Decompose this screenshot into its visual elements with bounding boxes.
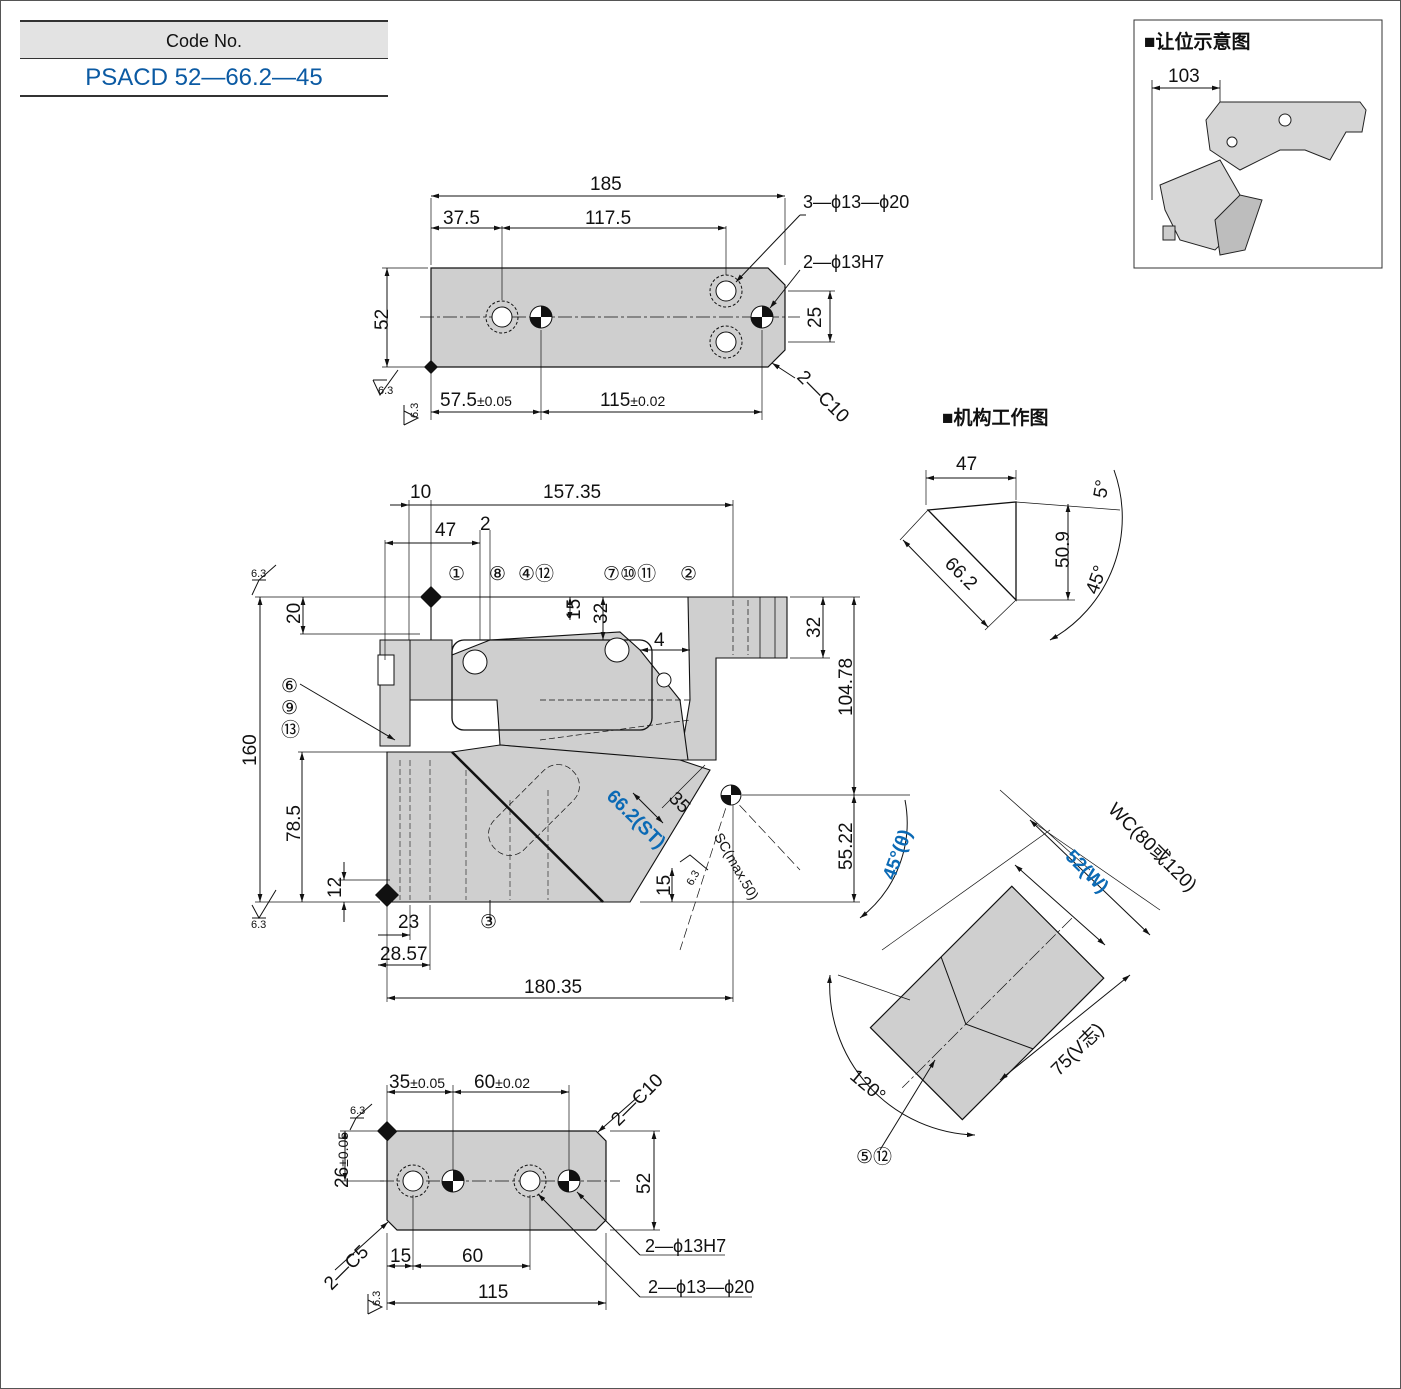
clearance-diagram-title: ■让位示意图	[1144, 30, 1250, 53]
tol-35: ±0.05	[410, 1075, 445, 1091]
roughness-label: 6.3	[251, 568, 266, 580]
dim-157-35: 157.35	[543, 482, 601, 503]
dim-23: 23	[398, 912, 419, 933]
code-number-header: Code No.	[20, 20, 388, 59]
roughness-label: 6.3	[251, 919, 266, 931]
dim-60-bottom: 60	[462, 1246, 483, 1267]
roughness-label: 6.3	[684, 868, 702, 887]
svg-text:35±0.05: 35±0.05	[389, 1072, 445, 1093]
holes-counterbore-label: 2—ϕ13—ϕ20	[648, 1277, 754, 1297]
part-label: ②	[680, 564, 697, 585]
dim-180-35: 180.35	[524, 977, 582, 998]
roughness-label: 6.3	[409, 403, 421, 418]
dowel-mark-icon	[529, 305, 553, 329]
dim-15: 15	[564, 599, 585, 620]
front-view: 10 157.35 47 2 ① ⑧ ④⑫ ⑦⑩⑪ ② ⑥ ⑨ ⑬ ③ 15 3…	[240, 482, 917, 1002]
dim-47: 47	[435, 520, 456, 541]
holes-3-label: 3—ϕ13—ϕ20	[803, 192, 909, 212]
dim-37-5: 37.5	[443, 208, 480, 229]
part-label: ④⑫	[518, 563, 554, 585]
part-label: ⑥	[281, 676, 298, 697]
roughness-label: 6.3	[378, 385, 393, 397]
dim-115: 115	[600, 390, 630, 411]
mechanism-diagram: ■机构工作图 47 50.9 66.2 45° 5°	[899, 406, 1123, 641]
dim-78-5: 78.5	[284, 805, 305, 842]
tol-115: ±0.02	[630, 393, 665, 409]
mech-dim-50-9: 50.9	[1053, 531, 1074, 568]
dim-117-5: 117.5	[585, 208, 631, 229]
mech-angle-45: 45°	[1082, 563, 1112, 597]
dim-2: 2	[480, 514, 491, 535]
dim-15-bottom: 15	[390, 1246, 411, 1267]
dowel-mark-icon	[557, 1169, 581, 1193]
svg-text:115±0.02: 115±0.02	[600, 390, 665, 411]
dim-10: 10	[410, 482, 431, 503]
mech-dim-66-2: 66.2	[940, 553, 981, 594]
part-label: ⑦⑩⑪	[603, 563, 656, 585]
tol-26: ±0.05	[335, 1132, 351, 1167]
dim-35: 35	[389, 1072, 410, 1093]
dim-104-78: 104.78	[836, 658, 857, 716]
clearance-diagram: ■让位示意图 103	[1133, 19, 1383, 269]
part-label: ③	[480, 912, 497, 933]
chamfer-c10-label: 2—C10	[792, 367, 852, 427]
dim-32: 32	[591, 603, 612, 624]
dim-160: 160	[240, 734, 261, 766]
code-number-value: PSACD 52—66.2—45	[20, 59, 388, 97]
side-view: WC(80或120) 52(W) 75(V志) 120° ⑤⑫	[827, 789, 1202, 1168]
holes-h7-label: 2—ϕ13H7	[645, 1236, 726, 1256]
side-wc-label: WC(80或120)	[1104, 798, 1202, 896]
code-number-table: Code No. PSACD 52—66.2—45	[20, 20, 388, 97]
dim-55-22: 55.22	[836, 822, 857, 870]
dim-60: 60	[474, 1072, 495, 1093]
dim-20: 20	[284, 603, 305, 624]
dim-52: 52	[372, 309, 393, 330]
svg-text:60±0.02: 60±0.02	[474, 1072, 530, 1093]
dowel-mark-icon	[720, 784, 742, 806]
mech-angle-5: 5°	[1090, 478, 1114, 500]
dowel-mark-icon	[750, 305, 774, 329]
part-label: ⑤⑫	[856, 1146, 892, 1168]
mech-dim-47: 47	[956, 454, 977, 475]
clearance-103-label: 103	[1168, 66, 1200, 87]
dim-4: 4	[654, 630, 665, 651]
top-view: 185 37.5 117.5 52 25 57.5±0.05 115±0.02 …	[372, 174, 909, 427]
bottom-view: 35±0.05 60±0.02 2—C10 26±0.05 6.3 2—C5 5…	[320, 1070, 754, 1315]
dim-115-bottom: 115	[478, 1282, 508, 1303]
angle-theta-label: 45°(θ)	[879, 827, 916, 883]
roughness-label: 6.3	[350, 1105, 365, 1117]
dim-26: 26	[332, 1167, 353, 1188]
stroke-sc-label: SC(max.50)	[711, 830, 762, 903]
svg-text:57.5±0.05: 57.5±0.05	[440, 390, 512, 411]
holes-2-label: 2—ϕ13H7	[803, 252, 884, 272]
dim-185: 185	[590, 174, 622, 195]
tol-60: ±0.02	[495, 1075, 530, 1091]
dim-57-5: 57.5	[440, 390, 477, 411]
dim-15-lower: 15	[654, 875, 675, 896]
svg-text:26±0.05: 26±0.05	[332, 1132, 353, 1188]
chamfer-c10-bottom: 2—C10	[607, 1070, 667, 1130]
dim-28-57: 28.57	[380, 944, 428, 965]
tol-57-5: ±0.05	[477, 393, 512, 409]
dim-32-right: 32	[804, 617, 825, 638]
dim-52-bottom: 52	[634, 1173, 655, 1194]
dim-12: 12	[325, 877, 346, 898]
part-label: ⑨	[281, 698, 298, 719]
part-label: ⑬	[281, 719, 300, 741]
dim-25: 25	[805, 307, 826, 328]
side-angle-120: 120°	[846, 1066, 890, 1107]
part-label: ⑧	[489, 564, 506, 585]
side-v-label: 75(V志)	[1047, 1019, 1109, 1081]
dowel-mark-icon	[441, 1169, 465, 1193]
roughness-label: 6.3	[371, 1291, 383, 1306]
mechanism-title: ■机构工作图	[942, 406, 1048, 429]
part-label: ①	[448, 564, 465, 585]
chamfer-c5-label: 2—C5	[320, 1242, 373, 1295]
